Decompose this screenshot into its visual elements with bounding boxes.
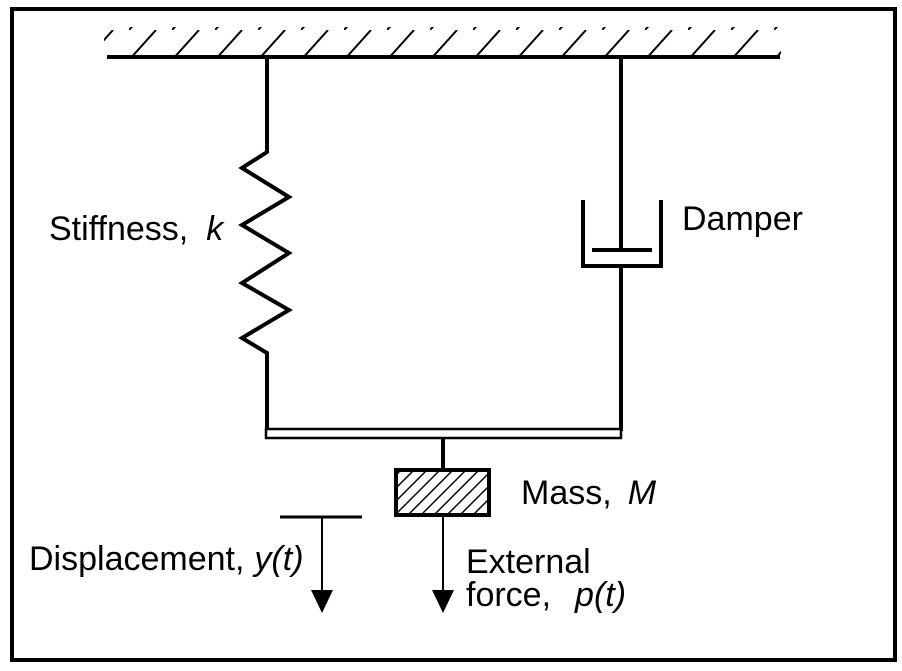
stiffness-label-text: Stiffness,: [49, 210, 189, 248]
displacement-arrow: [311, 517, 333, 613]
frame-border: [10, 7, 897, 662]
stiffness-symbol: k: [206, 210, 224, 248]
external-force-arrowhead-icon: [432, 590, 454, 613]
displacement-symbol: y(t): [254, 540, 304, 578]
mass-label-text: Mass,: [521, 474, 612, 512]
external-force-symbol: p(t): [575, 576, 627, 614]
ceiling-hatching: [104, 27, 781, 57]
displacement-arrowhead-icon: [311, 590, 333, 613]
mass-symbol: M: [627, 474, 657, 512]
external-force-label-line2: force, p(t): [466, 576, 627, 614]
damper-label: Damper: [682, 201, 803, 237]
damper-label-text: Damper: [682, 200, 803, 238]
external-force-label-line1: External: [466, 543, 591, 581]
spring-symbol: [238, 57, 293, 430]
external-force-arrow: [432, 517, 454, 613]
displacement-label-text: Displacement,: [29, 540, 245, 578]
ceiling-support: [104, 27, 781, 59]
mass-label: Mass, M: [521, 475, 656, 511]
rigid-bar: [264, 427, 623, 440]
external-force-label: External force, p(t): [466, 543, 627, 614]
damper-symbol: [581, 57, 663, 431]
external-force-label-text: force,: [466, 576, 552, 614]
stiffness-label: Stiffness, k: [49, 211, 223, 247]
mass-block: [394, 468, 491, 517]
displacement-label: Displacement,y(t): [29, 541, 304, 577]
